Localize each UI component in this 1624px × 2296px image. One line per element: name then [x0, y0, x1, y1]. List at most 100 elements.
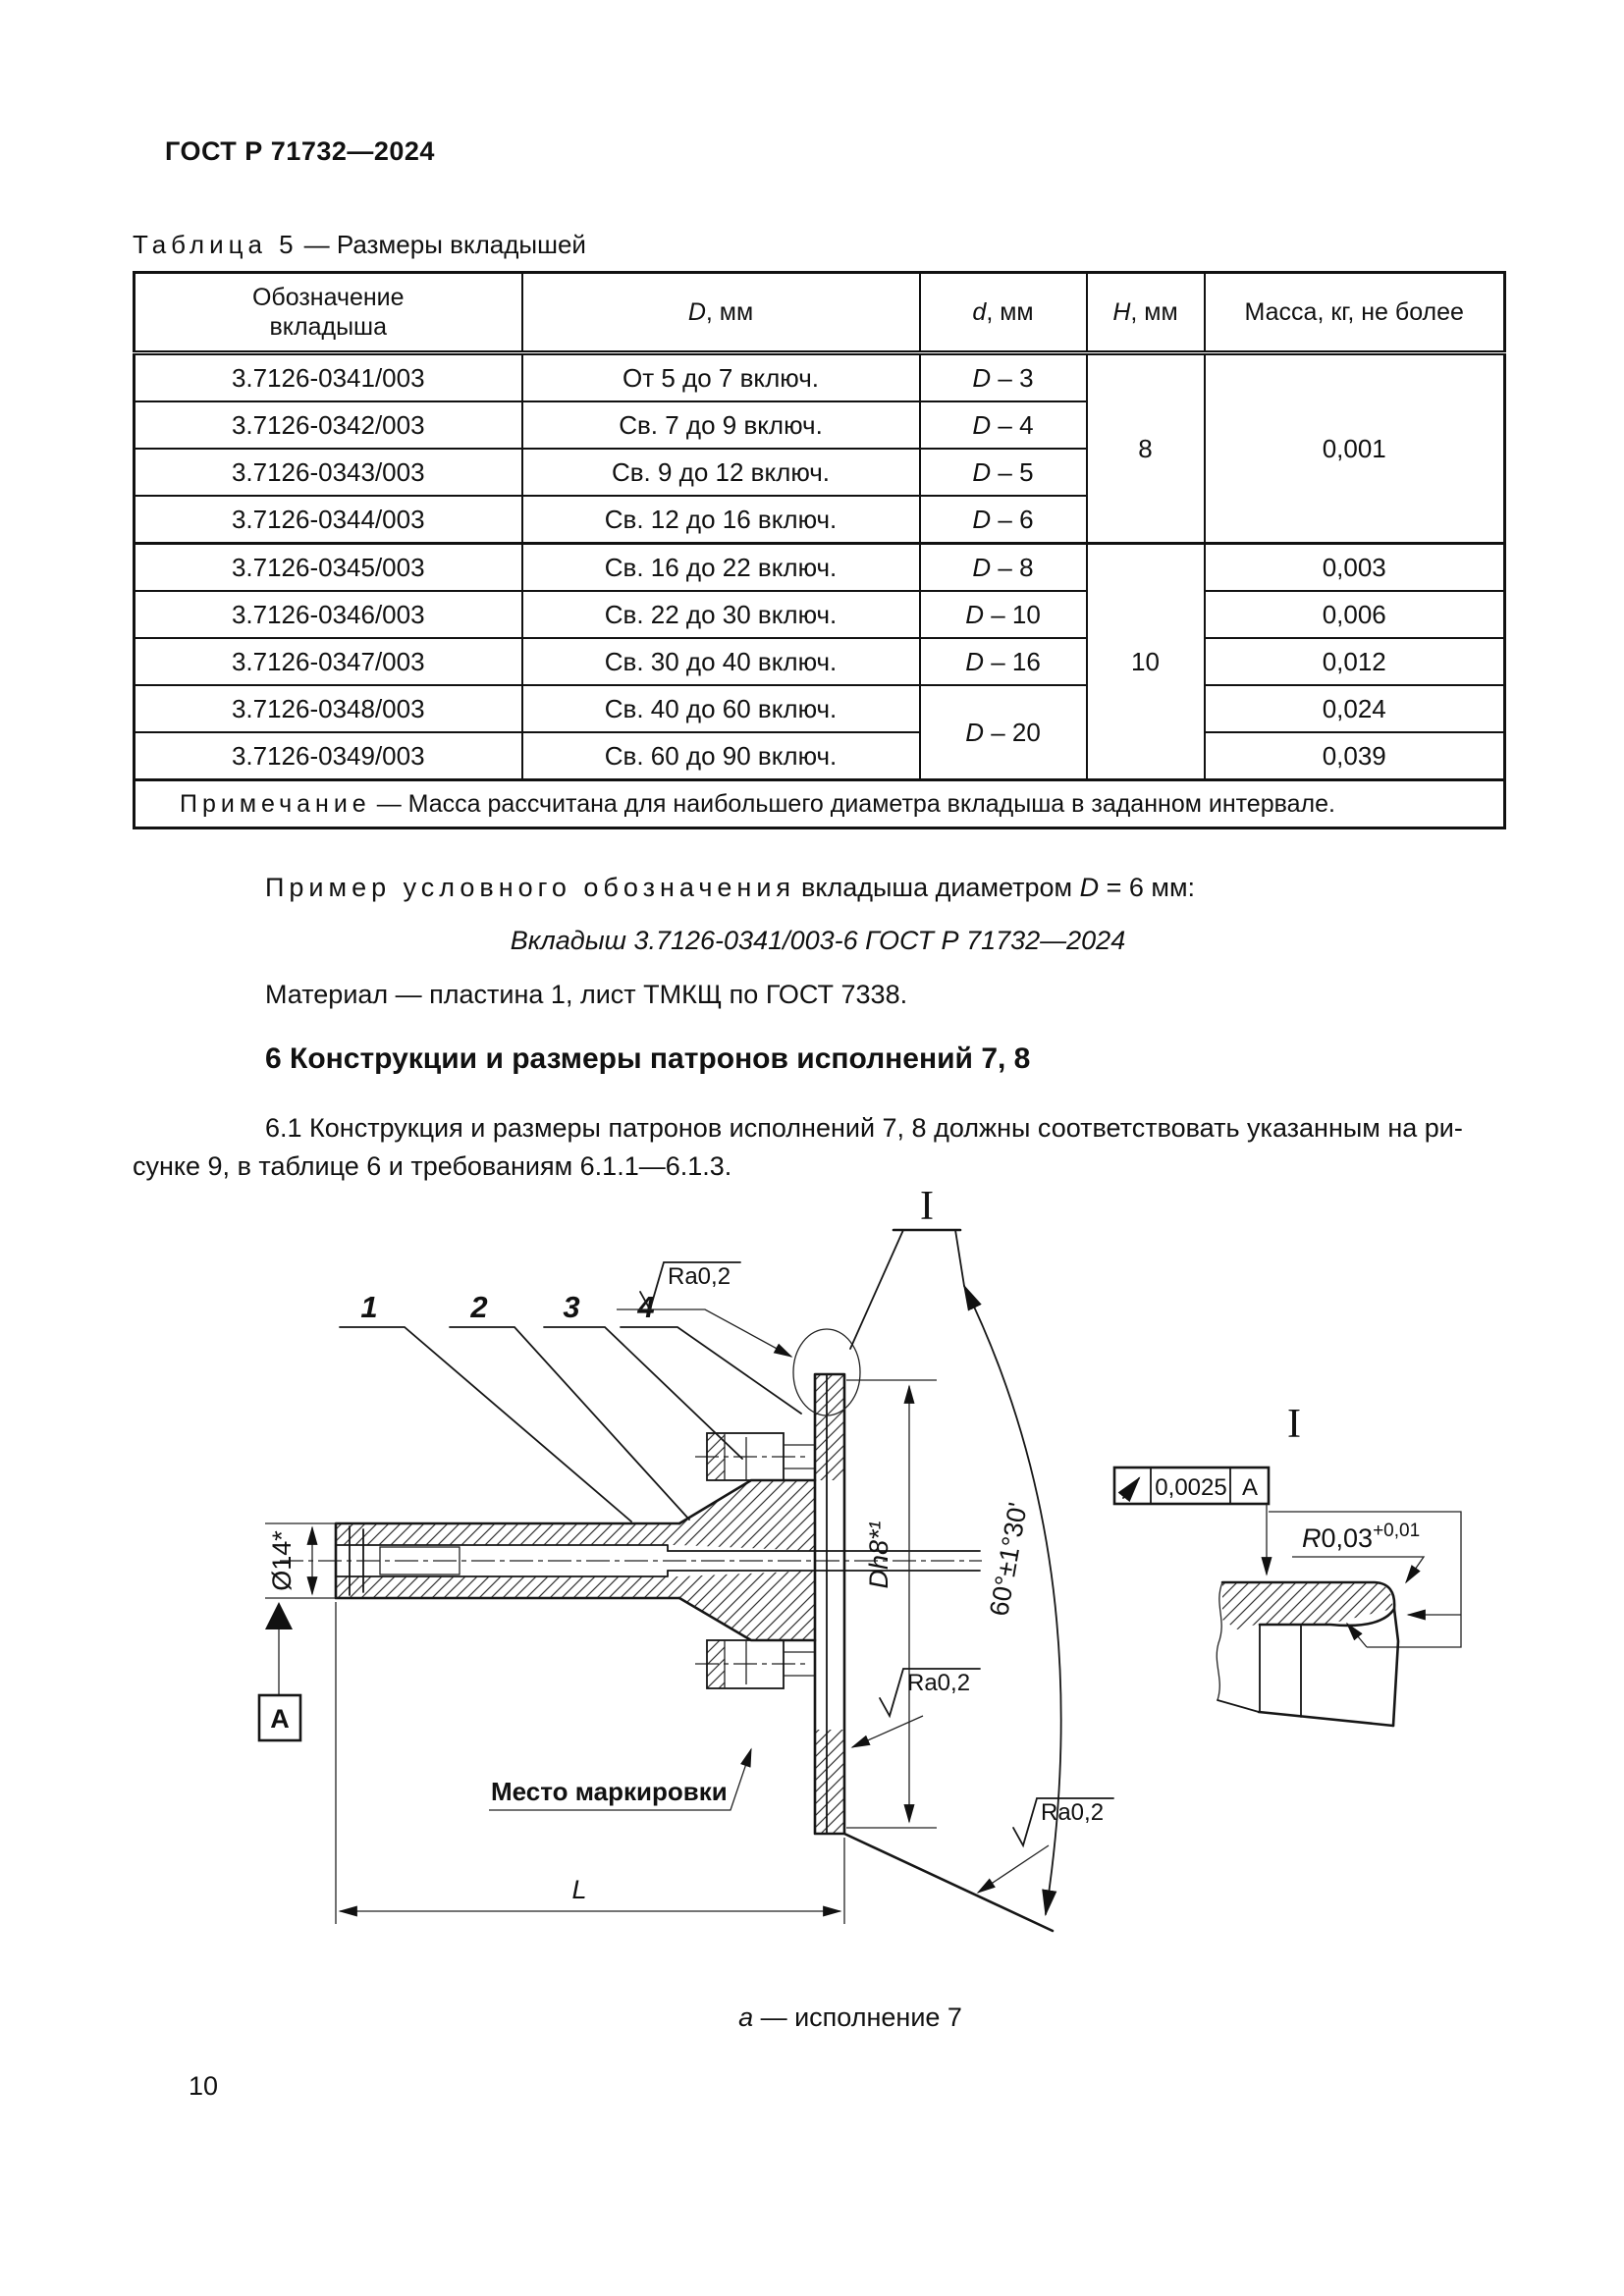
callout-leader: [620, 1326, 802, 1415]
cell-d: D – 5: [918, 448, 1088, 497]
datum-frame: [257, 1693, 302, 1742]
cell-h: 8: [1085, 351, 1206, 545]
table-row: 3.7126-0345/003 Св. 16 до 22 включ. D – …: [133, 542, 1506, 781]
table-row: 3.7126-0341/003 От 5 до 7 включ. D – 3 8…: [133, 351, 1506, 545]
note-text: — Масса рассчитана для наибольшего диаме…: [376, 789, 1335, 818]
roughness-symbol: [1012, 1797, 1114, 1848]
cell-range: Св. 9 до 12 включ.: [520, 448, 921, 497]
datum-triangle: [265, 1602, 293, 1629]
roughness-leader: [976, 1844, 1050, 1894]
table-row: 3.7126-0348/003 Св. 40 до 60 включ. D – …: [133, 684, 1506, 781]
disc-outline: [813, 1372, 846, 1836]
cell-range: Св. 7 до 9 включ.: [520, 400, 921, 450]
bore-lines: [335, 1544, 669, 1577]
table-row: 3.7126-0343/003 Св. 9 до 12 включ. D – 5: [133, 448, 1505, 497]
marking-label: Место маркировки: [491, 1777, 728, 1806]
cone-face-edge: [842, 1832, 1055, 1933]
material-line: Материал — пластина 1, лист ТМКЩ по ГОСТ…: [265, 980, 908, 1009]
cell-mass: 0,012: [1203, 637, 1506, 686]
detail-ref-leader: [849, 1229, 904, 1350]
detail-right-face: [1391, 1607, 1400, 1728]
dia-dim-label: Ø14*: [267, 1530, 297, 1591]
hub-hatch: [679, 1480, 815, 1551]
cell-d: D – 10: [918, 590, 1088, 639]
cell-mass: 0,024: [1203, 684, 1506, 733]
col-H: H, мм: [1085, 271, 1206, 355]
runout-icon: [1117, 1476, 1141, 1503]
cell-d: D – 3: [918, 351, 1088, 402]
detail-hatch: [1222, 1583, 1393, 1629]
detail-circle: [792, 1328, 861, 1416]
col-D: D, мм: [520, 271, 921, 355]
gost-header: ГОСТ Р 71732—2024: [165, 136, 435, 166]
through-hole-lines: [667, 1550, 981, 1572]
runout-datum: A: [1242, 1474, 1258, 1501]
screw-boss-detail: [724, 1640, 815, 1688]
note-label: Примечание: [180, 789, 371, 818]
screw-boss: [706, 1432, 785, 1481]
runout-frame-dividers: [1150, 1467, 1231, 1505]
length-extension-lines: [335, 1602, 845, 1924]
col-mass: Масса, кг, не более: [1203, 271, 1506, 355]
datum-label: A: [270, 1704, 290, 1734]
callout-leader: [449, 1326, 690, 1521]
cell-range: Св. 30 до 40 включ.: [520, 637, 921, 686]
col-d: d, мм: [918, 271, 1088, 355]
example-symbol: D: [1079, 873, 1100, 902]
cell-range: Св. 16 до 22 включ.: [520, 542, 921, 592]
table-row: 3.7126-0347/003 Св. 30 до 40 включ. D – …: [133, 637, 1506, 686]
table-row: 3.7126-0346/003 Св. 22 до 30 включ. D – …: [133, 590, 1506, 639]
dh8-extension-lines: [846, 1379, 937, 1829]
disc-hatch: [815, 1730, 844, 1834]
table5-title-label: Таблица 5: [133, 230, 298, 259]
table-row: 3.7126-0349/003 Св. 60 до 90 включ. 0,03…: [133, 731, 1506, 781]
cell-designation: 3.7126-0342/003: [133, 400, 523, 450]
angle-label: 60°±1°30': [984, 1500, 1033, 1618]
cell-designation: 3.7126-0344/003: [133, 495, 523, 545]
angle-leader: [954, 1229, 965, 1287]
table-note: Примечание— Масса рассчитана для наиболь…: [133, 778, 1506, 829]
cell-d: D – 20: [918, 684, 1088, 781]
shank-outline: [334, 1522, 681, 1600]
hub-hatch: [679, 1571, 815, 1640]
detail-view-ref-label: I: [1287, 1402, 1301, 1447]
roughness-symbol: [639, 1261, 741, 1312]
roughness-leader: [617, 1308, 793, 1358]
cell-designation: 3.7126-0348/003: [133, 684, 523, 733]
screw-boss: [706, 1639, 785, 1689]
cell-d: D – 16: [918, 637, 1088, 686]
roughness-label: Ra0,2: [1041, 1799, 1104, 1826]
paragraph-line-2: сунке 9, в таблице 6 и требованиям 6.1.1…: [133, 1151, 732, 1181]
detail-ref-label: I: [920, 1184, 934, 1229]
table-note-row: Примечание— Масса рассчитана для наиболь…: [133, 778, 1506, 829]
marking-leader: [489, 1747, 752, 1811]
callout-label-2: 2: [469, 1290, 487, 1324]
cell-designation: 3.7126-0347/003: [133, 637, 523, 686]
screw-boss-detail: [724, 1433, 815, 1480]
table-row: 3.7126-0342/003 Св. 7 до 9 включ. D – 4: [133, 400, 1505, 450]
shank-chamfer-rings: [349, 1525, 364, 1596]
cell-designation: 3.7126-0343/003: [133, 448, 523, 497]
cell-range: Св. 60 до 90 включ.: [520, 731, 921, 781]
section-paragraph: 6.1 Конструкция и размеры патронов испол…: [133, 1109, 1512, 1186]
example-mid: вкладыша диаметром: [801, 873, 1080, 902]
detail-lower-edges: [1217, 1624, 1302, 1718]
roughness-leader: [850, 1715, 924, 1748]
table5-title-rest: — Размеры вкладышей: [303, 230, 586, 259]
angle-arc: [963, 1283, 1062, 1917]
example-tail: = 6 мм:: [1099, 873, 1196, 902]
detail-break-edge: [1216, 1581, 1223, 1701]
cell-mass: 0,001: [1203, 351, 1506, 545]
cell-designation: 3.7126-0349/003: [133, 731, 523, 781]
cell-designation: 3.7126-0346/003: [133, 590, 523, 639]
radius-label: R0,03+0,01: [1302, 1521, 1420, 1553]
figure-9-drawing: 1 2 3 4 I Ra0,2 Ø14* A Dh8*¹ 60°±1°30': [257, 1184, 1462, 2032]
figure-caption: а — исполнение 7: [738, 2002, 962, 2032]
table5-title: Таблица 5— Размеры вкладышей: [133, 230, 586, 260]
detail-bottom-edge: [1257, 1710, 1395, 1728]
callout-label-4: 4: [636, 1290, 654, 1324]
table-row: 3.7126-0344/003 Св. 12 до 16 включ. D – …: [133, 495, 1505, 545]
